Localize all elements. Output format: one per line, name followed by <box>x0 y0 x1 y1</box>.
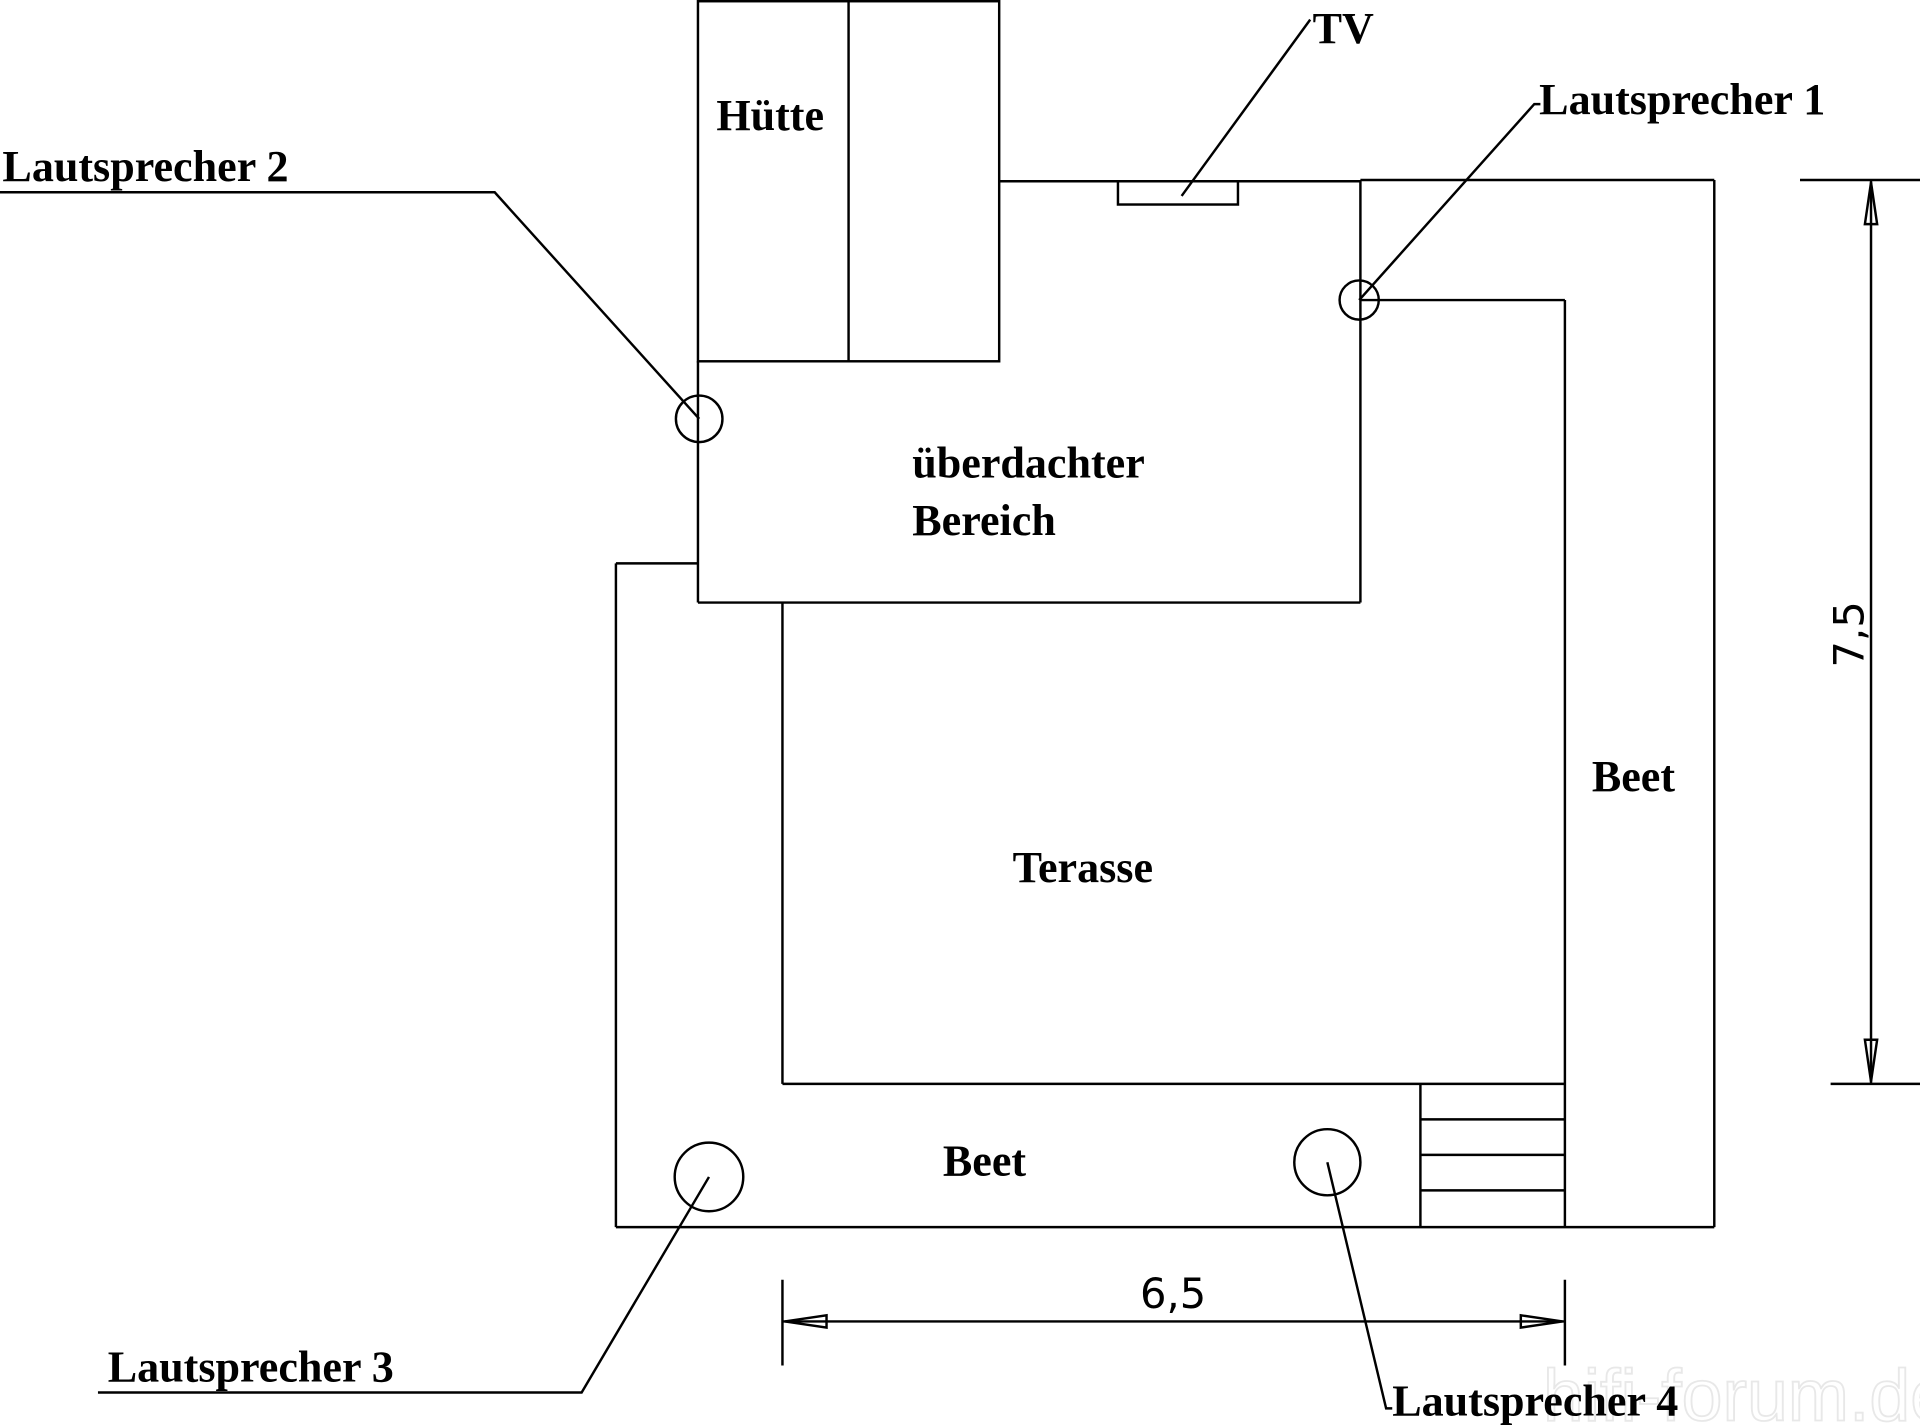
hut <box>696 0 1001 363</box>
watermark: hifi-forum.de <box>1543 1354 1920 1428</box>
tv-label: TV <box>1313 4 1374 53</box>
hut-label: Hütte <box>716 91 824 140</box>
walls <box>614 178 1716 1229</box>
terrace-label: Terasse <box>1013 843 1153 892</box>
speaker-2 <box>674 394 724 444</box>
speaker-1-leader <box>1358 102 1541 301</box>
covered-area-label-2: Bereich <box>912 496 1056 545</box>
stairs <box>1419 1083 1565 1228</box>
width-dimension-label: 6,5 <box>1140 1269 1206 1318</box>
speaker-3-label: Lautsprecher 3 <box>108 1342 394 1391</box>
tv-leader <box>1180 18 1312 197</box>
bed-right-label: Beet <box>1592 752 1676 801</box>
speaker-4-label: Lautsprecher 4 <box>1392 1377 1678 1426</box>
bed-bottom-label: Beet <box>943 1137 1027 1186</box>
speaker-3 <box>673 1141 745 1213</box>
speaker-1-label: Lautsprecher 1 <box>1539 75 1825 124</box>
speaker-4-leader <box>1326 1161 1393 1410</box>
speaker-2-label: Lautsprecher 2 <box>2 142 288 191</box>
covered-area-label-1: überdachter <box>912 439 1145 488</box>
height-dimension <box>1800 178 1920 1086</box>
speaker-1 <box>1338 279 1380 321</box>
speaker-2-leader <box>0 191 701 420</box>
width-dimension <box>781 1279 1567 1366</box>
tv-symbol <box>1116 180 1240 206</box>
height-dimension-label: 7,5 <box>1825 601 1874 667</box>
speaker-3-leader <box>97 1176 711 1394</box>
speaker-4 <box>1293 1127 1362 1197</box>
